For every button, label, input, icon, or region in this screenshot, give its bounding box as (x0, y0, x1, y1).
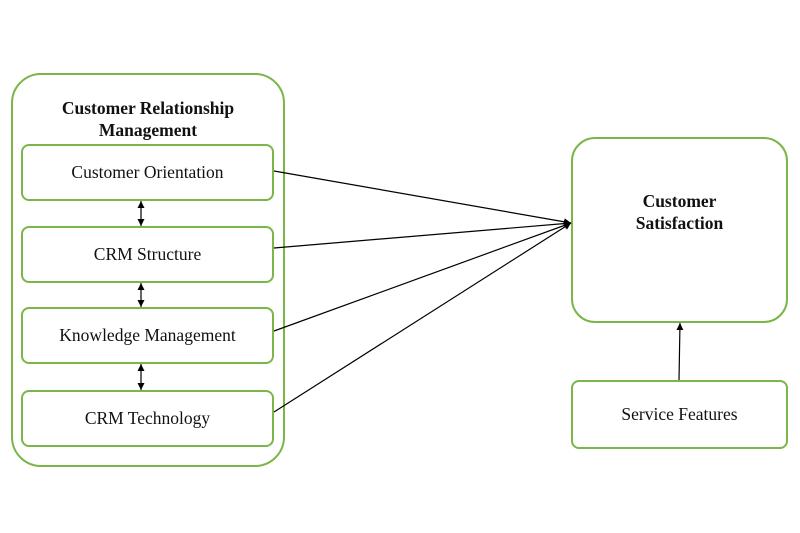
crm-structure-label: CRM Structure (93, 244, 202, 264)
service-features-node: Service Features (571, 380, 788, 449)
customer-satisfaction-node: Customer Satisfaction (571, 137, 788, 323)
crm-group-title: Customer Relationship Management (61, 98, 235, 140)
customer-orientation-label: Customer Orientation (71, 162, 224, 182)
service-features-label: Service Features (621, 404, 738, 424)
knowledge-management-label: Knowledge Management (59, 325, 236, 345)
crm-technology-label: CRM Technology (84, 408, 211, 428)
arrow-knowledge-to-satisfaction (273, 222, 572, 332)
knowledge-management-node: Knowledge Management (21, 307, 274, 364)
arrow-orientation-to-satisfaction (273, 170, 572, 226)
crm-structure-node: CRM Structure (21, 226, 274, 283)
arrow-structure-to-satisfaction (273, 220, 572, 249)
customer-satisfaction-label: Customer Satisfaction (635, 191, 724, 233)
customer-orientation-node: Customer Orientation (21, 144, 274, 201)
arrow-service-to-satisfaction (676, 322, 684, 381)
arrow-technology-to-satisfaction (273, 222, 572, 413)
crm-technology-node: CRM Technology (21, 390, 274, 447)
